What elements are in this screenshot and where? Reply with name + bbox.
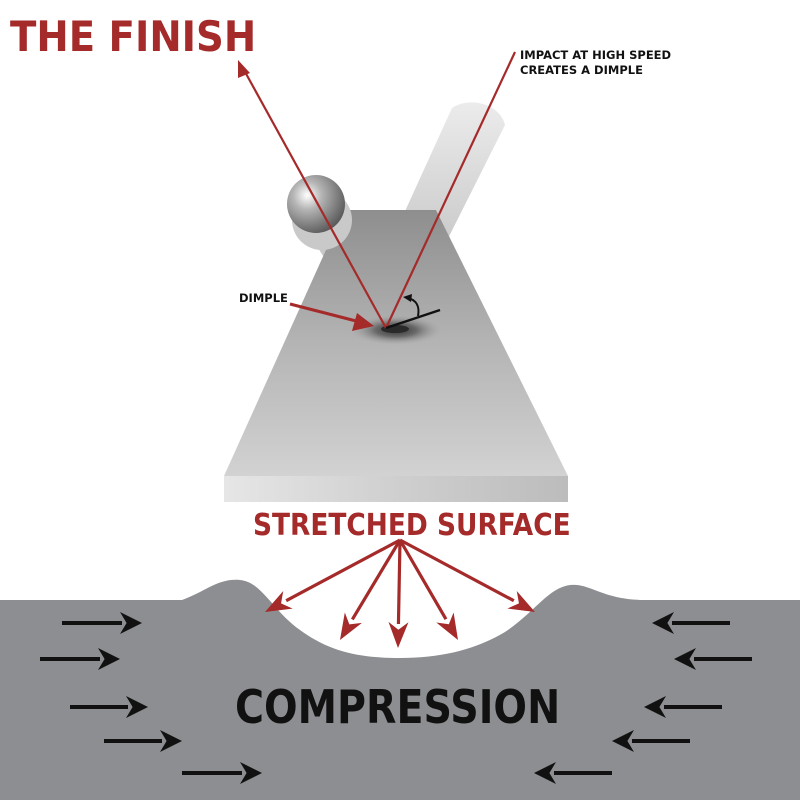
stretch-arrow [399,538,535,612]
compression-arrow [62,612,142,634]
surface-reference-line [385,308,441,330]
impact-label-line1: IMPACT AT HIGH SPEED [520,48,672,62]
stretched-surface-label: STRETCHED SURFACE [253,508,571,543]
stretch-arrow [265,538,401,612]
compression-arrow [70,696,148,718]
impact-label: IMPACT AT HIGH SPEED CREATES A DIMPLE [520,48,671,78]
compression-label: COMPRESSION [235,680,561,734]
stretch-arrow [398,539,458,640]
stretch-arrows [265,538,535,648]
compression-arrow [182,762,262,784]
rebound-arrowhead [238,60,250,78]
compression-arrow [534,762,612,784]
compression-arrows [40,612,752,784]
impact-label-line2: CREATES A DIMPLE [520,63,643,77]
metal-plate-side [224,476,568,502]
compression-arrow [40,648,120,670]
dimple-label: DIMPLE [239,291,288,305]
compression-block [0,579,800,800]
compression-arrow [612,730,690,752]
dimple-pointer [289,302,361,324]
page-title: THE FINISH [10,12,257,61]
stretch-arrow [388,539,409,648]
ball-icon [287,175,345,233]
compression-arrow [644,696,722,718]
stretch-arrow [340,539,402,640]
incoming-trajectory-arrow [385,51,516,329]
rebound-trajectory-arrow [243,69,387,329]
compression-arrow [652,612,730,634]
compression-arrow [104,730,182,752]
compression-arrow [674,648,752,670]
trajectory-lines [243,51,516,329]
